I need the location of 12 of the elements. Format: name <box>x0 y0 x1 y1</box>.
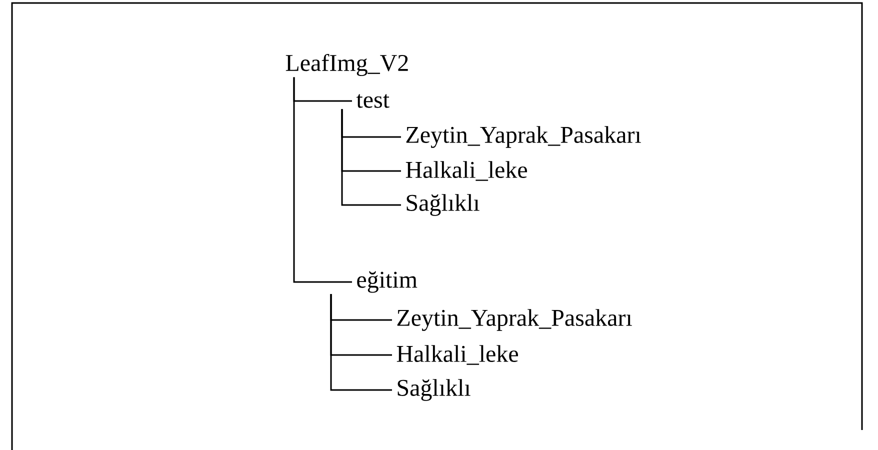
tree-connector <box>330 294 392 391</box>
folder-label: Zeytin_Yaprak_Pasakarı <box>397 309 632 331</box>
folder-label: Halkali_leke <box>396 345 518 365</box>
folder-label: Sağlıklı <box>398 379 470 401</box>
tree-connector <box>293 77 352 283</box>
folder-label: Sağlıklı <box>406 194 480 216</box>
folder-label: LeafImg_V2 <box>286 54 408 76</box>
tree-connector <box>341 109 401 206</box>
folder-label: Halkali_leke <box>406 161 528 181</box>
folder-label: eğitim <box>357 271 418 293</box>
folder-label: test <box>356 94 390 108</box>
folder-label: Zeytin_Yaprak_Pasakarı <box>406 126 641 148</box>
